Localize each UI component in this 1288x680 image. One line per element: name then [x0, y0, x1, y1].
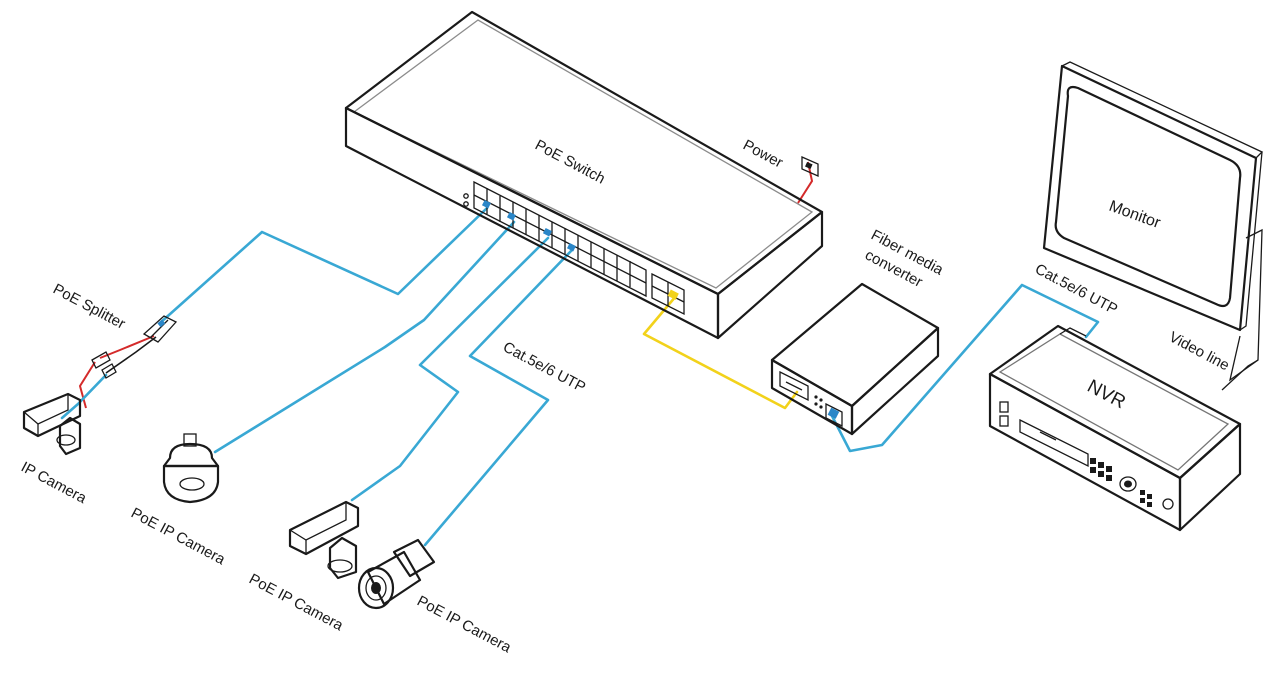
power-label: Power	[740, 137, 786, 172]
converter-rj45-port	[825, 402, 843, 428]
poe-ip-camera-label-3: PoE IP Camera	[414, 593, 514, 657]
poe-splitter-label: PoE Splitter	[50, 281, 128, 333]
labels: PoE Switch Power Fiber media converter M…	[18, 137, 1232, 657]
box-camera-icon	[288, 500, 360, 580]
cables	[60, 161, 1100, 547]
poe-splitter-icon	[91, 315, 178, 379]
box-camera-icon	[22, 392, 82, 456]
cable-label-right: Cat.5e/6 UTP	[1032, 261, 1120, 319]
port-led-4	[566, 242, 576, 252]
poe-ip-camera-label-2: PoE IP Camera	[246, 571, 346, 635]
video-line-label: Video line	[1166, 329, 1232, 375]
speed-dome-camera-icon	[162, 433, 220, 504]
splitter-data-lead	[60, 373, 108, 420]
utp-cable-box-camera	[350, 236, 550, 502]
poe-ip-camera-label-1: PoE IP Camera	[128, 505, 228, 569]
monitor-icon	[1042, 61, 1264, 391]
port-led-2	[506, 211, 516, 221]
power-outlet-icon	[801, 156, 819, 177]
cable-label-mid: Cat.5e/6 UTP	[500, 339, 588, 397]
switch-port-block	[473, 180, 685, 316]
splitter-dc-lead	[78, 361, 96, 409]
switch-label: PoE Switch	[532, 137, 608, 188]
nvr-label: NVR	[1084, 376, 1129, 413]
utp-cable-splitter	[158, 206, 489, 325]
utp-cable-bullet-camera	[423, 248, 574, 547]
fiber-media-converter-icon	[770, 282, 940, 436]
poe-switch-icon	[344, 10, 824, 340]
port-led-1	[481, 199, 491, 209]
utp-cable-converter-nvr	[830, 283, 1100, 453]
bullet-camera-icon	[357, 538, 436, 610]
sfp-fiber-port	[667, 289, 679, 300]
utp-cable-dome-camera	[213, 220, 516, 454]
nvr-recorder-icon	[988, 324, 1242, 532]
ip-camera-label: IP Camera	[18, 459, 90, 508]
monitor-label: Monitor	[1107, 198, 1164, 232]
port-led-3	[542, 227, 552, 237]
splitter-power-lead	[99, 335, 155, 359]
